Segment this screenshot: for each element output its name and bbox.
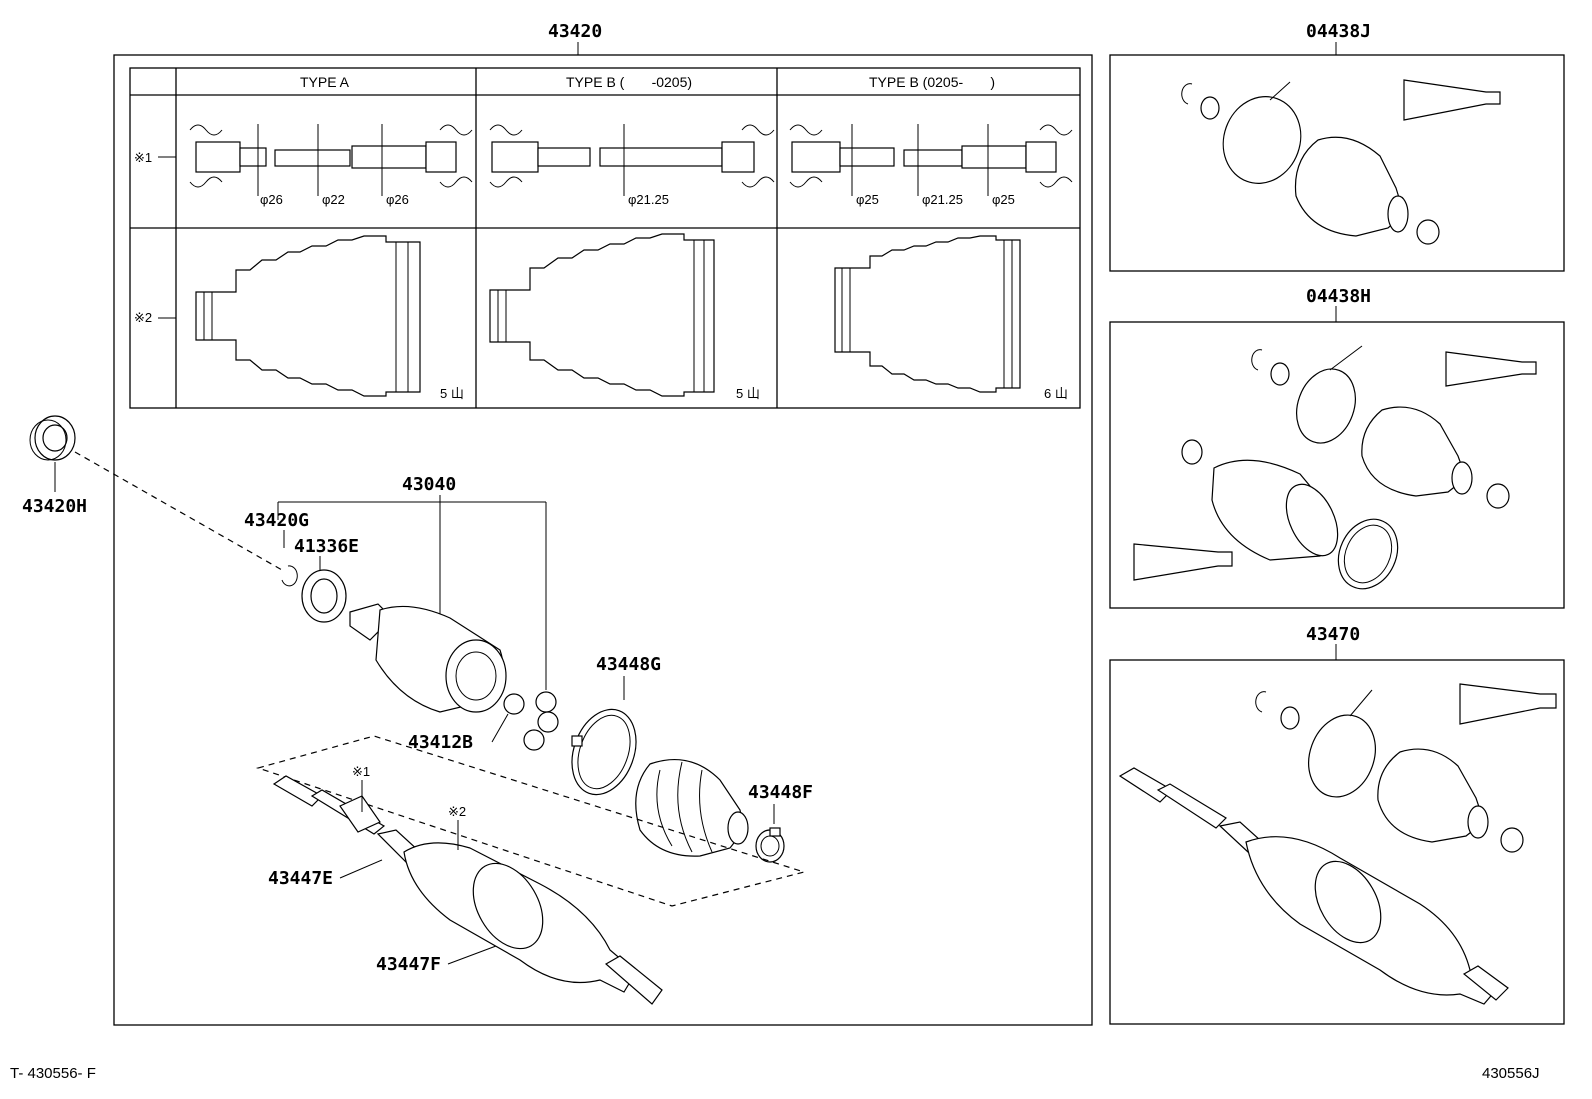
axle-shaft-assembly [272,775,663,1005]
label-snap-ring: 43420G [244,510,309,531]
label-boot-clamp-large: 43448G [596,654,661,675]
footer-left-code: T- 430556- F [10,1065,96,1082]
tripod-part [503,691,559,751]
marker-1: ※1 [352,764,370,779]
svg-text:φ26: φ26 [386,192,409,207]
label-inboard-joint: 43040 [402,474,456,495]
header-type-b-early: TYPE B ( -0205) [566,74,692,90]
label-boot: 43447F [376,954,441,975]
joint-housing [349,603,507,713]
label-outer-joint: 43470 [1306,624,1360,645]
svg-text:φ21.25: φ21.25 [628,192,669,207]
shaft-type-b-early: φ21.25 [489,124,775,207]
dust-seal-part [301,569,347,623]
header-type-b-late: TYPE B (0205- ) [869,74,995,90]
boot-type-b-late: 6 山 [834,235,1068,401]
outer-joint-parts [1118,683,1557,1005]
boot-clamp-large-part [571,708,637,796]
shaft-type-a: φ26 φ22 φ26 [189,124,473,207]
main-assembly-frame [113,54,1093,1026]
row-marker-2: ※2 [134,310,152,325]
kit-j-frame [1109,54,1565,272]
label-boot-clamp-small: 43448F [748,782,813,803]
snap-ring-part [281,565,298,587]
label-kit-j: 04438J [1306,21,1371,42]
outer-joint-frame [1109,659,1565,1025]
svg-text:φ21.25: φ21.25 [922,192,963,207]
kit-h-parts [1133,345,1537,590]
header-type-a: TYPE A [300,74,350,90]
svg-text:φ25: φ25 [856,192,879,207]
svg-text:φ26: φ26 [260,192,283,207]
boot-type-b-early: 5 山 [489,233,760,401]
marker-2: ※2 [448,804,466,819]
label-dust-seal: 41336E [294,536,359,557]
kit-h-frame [1109,321,1565,609]
shaft-type-b-late: φ25 φ21.25 φ25 [789,124,1073,207]
kit-j-parts [1181,79,1501,245]
reference-table: TYPE A TYPE B ( -0205) TYPE B (0205- ) ※… [129,67,1081,409]
boot-clamp-small-part [755,827,785,863]
svg-text:6 山: 6 山 [1044,386,1068,401]
footer-right-code: 430556J [1482,1065,1540,1082]
label-main-assembly: 43420 [548,21,602,42]
svg-text:φ25: φ25 [992,192,1015,207]
label-tripod: 43412B [408,732,473,753]
kit-region-outline [255,735,807,907]
boot-type-a: 5 山 [195,235,464,401]
svg-text:φ22: φ22 [322,192,345,207]
svg-text:5 山: 5 山 [440,386,464,401]
label-seal-left: 43420H [22,496,87,517]
svg-text:5 山: 5 山 [736,386,760,401]
boot-part [635,758,749,857]
label-kit-h: 04438H [1306,286,1371,307]
seal-43420h: 43420H [22,415,87,517]
label-shaft: 43447E [268,868,333,889]
row-marker-1: ※1 [134,150,152,165]
